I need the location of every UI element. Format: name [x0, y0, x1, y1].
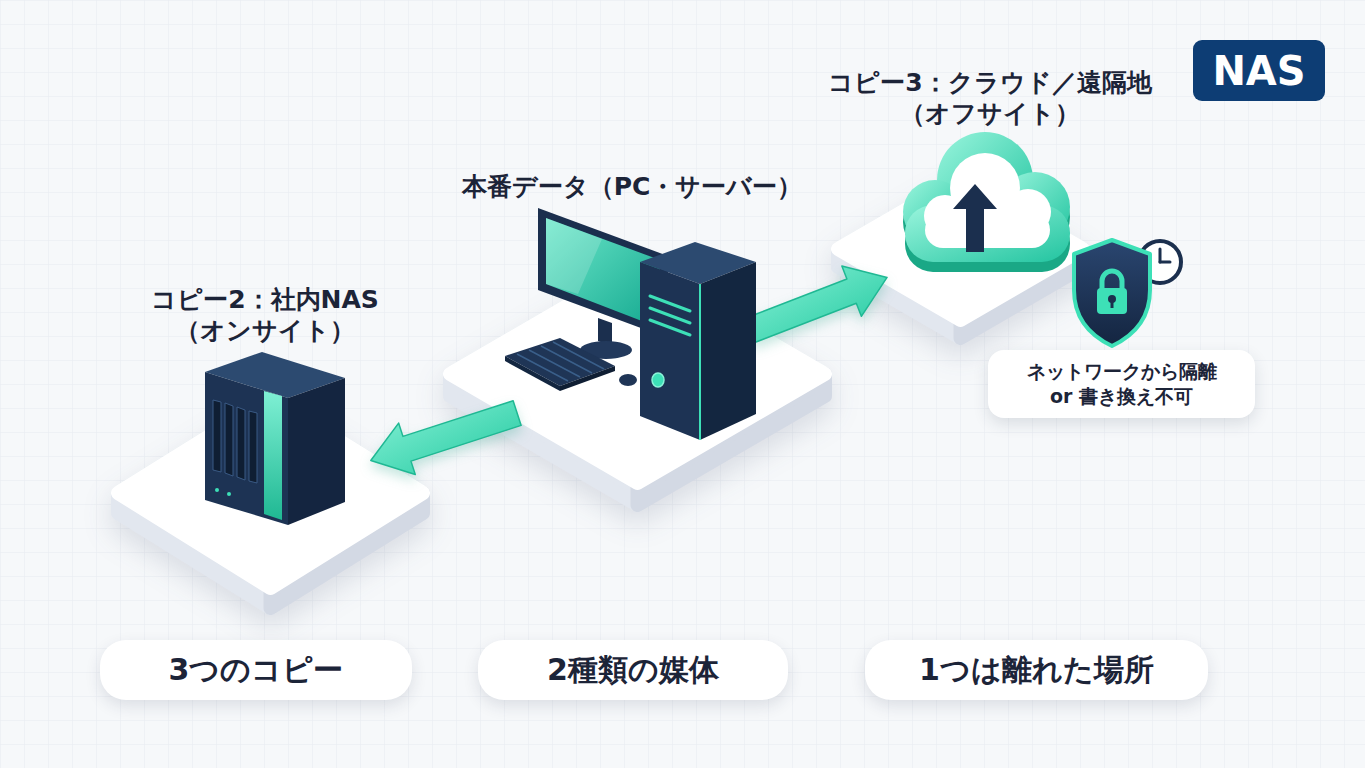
pill-text: 3つのコピー: [169, 652, 344, 688]
node-heading: 本番データ（PC・サーバー）: [422, 171, 842, 202]
platform-shape: [838, 178, 1083, 338]
cloud-icon-part-part: [1000, 172, 1070, 242]
nas-server-part: [237, 407, 245, 480]
cloud-icon-part-part: [905, 215, 1070, 272]
nas-server-part: [288, 378, 345, 525]
pc-monitor-part: [598, 318, 612, 346]
pc-monitor-part: [546, 218, 602, 294]
pc-keyboard-part: [505, 356, 560, 391]
cloud-platform: コピー3：クラウド／遠隔地 （オフサイト）: [838, 178, 1083, 338]
cloud-icon-part-part: [903, 180, 967, 244]
pc-monitor-part: [538, 208, 668, 338]
rule-pill: 3つのコピー: [100, 640, 412, 700]
pc-keyboard-part: [529, 350, 580, 377]
note-text: ネットワークから隔離 or 書き換え不可: [1019, 359, 1224, 409]
rule-pill: 1つは離れた場所: [865, 640, 1208, 700]
pc-tower-part: [640, 262, 700, 440]
corner-badge: NAS: [1193, 40, 1325, 101]
platform-top: [450, 265, 825, 483]
badge-text: NAS: [1212, 48, 1305, 94]
nas-server-part: [205, 352, 345, 398]
cloud-icon-part-part: [924, 195, 966, 237]
cloud-icon-part-part: [937, 142, 1033, 238]
clock-icon-part: [1160, 261, 1170, 264]
isolation-note: ネットワークから隔離 or 書き換え不可: [988, 350, 1255, 418]
shield-lock-icon-part: [1111, 300, 1114, 308]
shield-lock-icon-part: [1102, 271, 1122, 290]
nas-server-part: [213, 400, 221, 472]
nas-server-part: [205, 372, 288, 525]
cloud-icon-part-part: [925, 212, 1050, 248]
cloud-icon-part-part: [950, 153, 1020, 223]
clock-icon-part: [1159, 249, 1162, 262]
pc-tower-part: [650, 296, 690, 311]
pc-monitor-part: [546, 218, 660, 328]
heading-block: 本番データ（PC・サーバー）: [422, 171, 842, 202]
pc-tower-part: [699, 284, 701, 440]
pc-keyboard-part: [541, 346, 592, 373]
pc-tower: [640, 242, 756, 440]
cloud-icon-part-part: [1005, 189, 1051, 235]
shield-lock-icon-part: [1074, 240, 1150, 346]
platform-top: [118, 398, 423, 588]
platform-top: [838, 178, 1083, 320]
platform-shape: [118, 398, 423, 608]
pc-keyboard-part: [517, 354, 568, 381]
cloud-icon-part: [924, 153, 1051, 248]
shield-lock-icon-part: [1108, 295, 1116, 303]
shield-lock-icon: [1074, 240, 1150, 346]
pc-tower-part: [650, 308, 690, 323]
heading-block: コピー3：クラウド／遠隔地 （オフサイト）: [820, 67, 1160, 129]
clock-icon-part: [1139, 241, 1181, 283]
pill-text: 2種類の媒体: [547, 652, 719, 688]
pc-monitor: [538, 208, 668, 359]
flow-arrow: [371, 401, 521, 475]
cloud-icon-part: [903, 132, 1070, 262]
node-heading: コピー2：社内NAS （オンサイト）: [140, 284, 390, 346]
cloud-icon-part-part: [1000, 182, 1070, 252]
clock-icon: [1139, 241, 1181, 283]
pc-tower-part: [650, 320, 690, 335]
pc-keyboard-part: [553, 342, 604, 369]
nas-server: [205, 352, 345, 525]
nas-platform: コピー2：社内NAS （オンサイト）: [118, 398, 423, 608]
nas-server-part: [249, 411, 257, 483]
pc-keyboard-part: [560, 366, 615, 391]
heading-block: コピー2：社内NAS （オンサイト）: [140, 284, 390, 346]
cloud-icon-part-part: [937, 132, 1033, 228]
pc-tower-part: [652, 373, 664, 387]
nas-server-part: [215, 488, 219, 492]
node-heading: コピー3：クラウド／遠隔地 （オフサイト）: [820, 67, 1160, 129]
pill-text: 1つは離れた場所: [919, 652, 1154, 688]
cloud-icon-part: [953, 184, 997, 252]
pc-platform: 本番データ（PC・サーバー）: [450, 265, 825, 505]
nas-server-part: [225, 403, 233, 476]
nas-server-part: [264, 391, 282, 520]
pc-keyboard-part: [619, 374, 637, 386]
pc-keyboard: [505, 338, 637, 391]
pc-keyboard-part: [505, 338, 615, 386]
flow-arrow: [745, 266, 887, 343]
cloud-icon: [903, 132, 1070, 272]
pc-tower-part: [700, 262, 756, 440]
shield-lock-icon-part: [1097, 288, 1127, 314]
cloud-icon-part: [903, 142, 1070, 272]
pc-monitor-part: [580, 341, 632, 359]
cloud-icon-part-part: [905, 205, 1070, 262]
platform-shape: [450, 265, 825, 505]
pc-tower-part: [640, 242, 756, 284]
nas-server-part: [227, 492, 231, 496]
cloud-icon-part-part: [903, 190, 967, 254]
rule-pill: 2種類の媒体: [478, 640, 788, 700]
